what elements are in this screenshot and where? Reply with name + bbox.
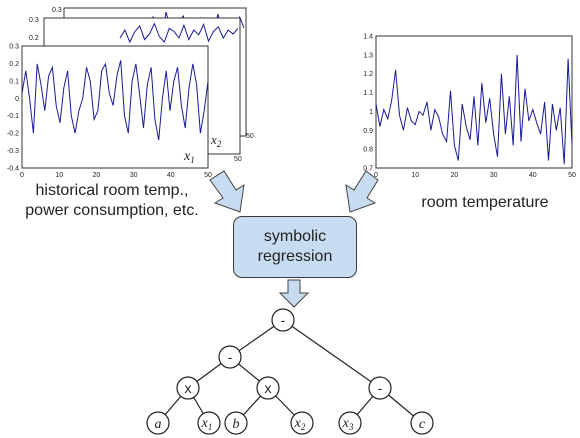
plot-x1-ytick: 0.1 [9,78,19,85]
plot-middle-line [119,22,239,44]
plot-room-temperature: 0 10 20 30 40 50 1.4 1.3 1.2 1.1 1 0.9 0.8 0.7 [363,34,576,180]
plot-back-ytick: 0.3 [52,7,62,14]
arrow-down [278,279,310,308]
plot-x1-ytick: 0.3 [9,44,19,51]
plot-rt-ytick: 0.8 [363,147,373,154]
plot-rt-xtick: 30 [490,172,498,179]
plot-x1-line [21,60,209,141]
plot-x1-label: x1 [183,149,195,165]
plot-x1-ytick: -0.4 [7,166,19,173]
input-caption: historical room temp., power consumption… [2,181,222,221]
plot-rt-ytick: 1 [369,109,373,116]
plot-rt-ytick: 1.4 [363,34,373,41]
plot-x1: 0 10 20 30 40 50 0.3 0.2 0.1 0 -0.1 -0.2 -0.3 -0.4 x1 [7,44,212,180]
tree-left-op: - [228,349,233,365]
plot-rt-ytick: 0.9 [363,128,373,135]
tree-leaf-x3: x3 [342,416,354,432]
arrow-left-in [209,170,245,213]
tree-right-op: - [378,380,383,396]
tree-leaf-c: c [419,417,426,432]
plot-rt-line [375,54,573,165]
tree-labels: - - - x x [185,312,383,396]
plot-rt-xtick: 50 [568,172,576,179]
regression-line2: regression [257,248,333,265]
tree-leaf-a: a [155,417,162,432]
plot-rt-ytick: 0.7 [363,166,373,173]
plot-x1-xtick: 20 [93,172,101,179]
arrow-right-in [345,170,379,213]
tree-mul1: x [185,380,192,396]
plot-rt-xtick: 0 [374,172,378,179]
plot-back-xtick: 50 [246,133,254,140]
plot-x1-ytick: -0.2 [7,131,19,138]
plot-mid-ytick: 0.2 [29,35,39,42]
tree-edges [157,319,423,424]
tree-root-op: - [281,312,286,328]
tree-nodes [146,308,434,435]
plot-x2-label: x2 [210,132,222,149]
symbolic-regression-box: symbolic regression [233,216,357,278]
plot-rt-xtick: 10 [411,172,419,179]
tree-leaf-x2: x2 [294,416,306,432]
tree-leaves: a x1 b x2 x3 c [155,416,426,432]
plot-x1-ytick: -0.1 [7,113,19,120]
tree-leaf-x1: x1 [201,416,213,432]
input-caption-line1: historical room temp., [35,182,189,199]
plot-x1-xtick: 50 [204,172,212,179]
plot-x1-xtick: 10 [55,172,63,179]
plot-rt-ytick: 1.2 [363,71,373,78]
plot-rt-ytick: 1.1 [363,90,373,97]
plot-rt-xtick: 40 [529,172,537,179]
tree-mul2: x [265,380,272,396]
tree-leaf-b: b [233,417,240,432]
plot-rt-xtick: 20 [451,172,459,179]
input-caption-line2: power consumption, etc. [25,202,199,219]
plot-x1-xtick: 30 [130,172,138,179]
plot-x1-ytick: 0.2 [9,61,19,68]
plot-rt-ticks: 0 10 20 30 40 50 1.4 1.3 1.2 1.1 1 0.9 0.8 0.7 [363,34,576,180]
regression-line1: symbolic [263,228,327,245]
plot-x1-ytick: 0 [15,96,19,103]
plot-mid-xtick: 50 [234,156,242,163]
target-caption: room temperature [421,194,549,211]
plot-mid-ytick: 0.3 [29,17,39,24]
plot-rt-ytick: 1.3 [363,52,373,59]
plot-x1-ticks: 0 10 20 30 40 50 0.3 0.2 0.1 0 -0.1 -0.2 -0.3 -0.4 [7,44,212,180]
plot-x1-xtick: 40 [167,172,175,179]
plot-x1-xtick: 0 [20,172,24,179]
plot-x1-ytick: -0.3 [7,148,19,155]
